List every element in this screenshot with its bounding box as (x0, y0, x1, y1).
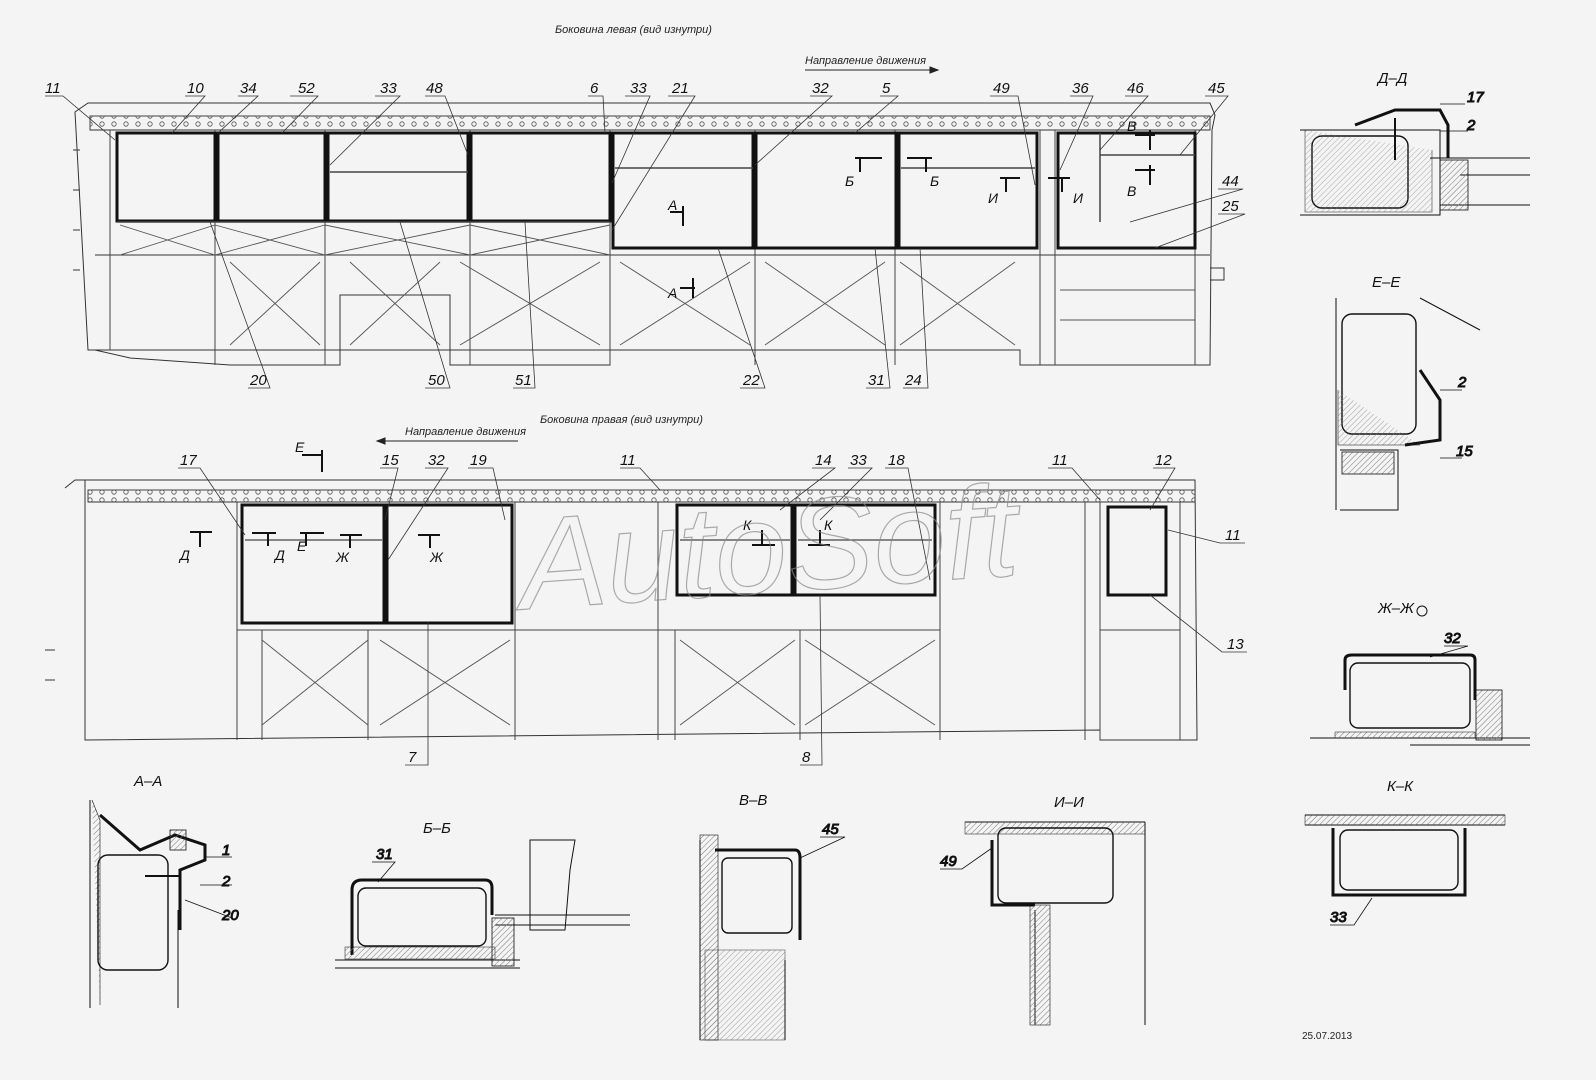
callout-22: 22 (742, 372, 760, 389)
callout-33-left-b: 33 (630, 80, 647, 97)
callout-6: 6 (590, 80, 599, 97)
section-ii: 49 (940, 821, 1146, 1026)
right-side-caption: Боковина правая (вид изнутри) (540, 414, 703, 426)
section-ee: 2 15 (1335, 297, 1481, 511)
callout-11-right-c: 11 (1225, 527, 1241, 544)
mark-d-left: Д (178, 547, 190, 563)
aa-callout-1: 1 (222, 842, 230, 859)
mark-v-bottom: В (1127, 183, 1136, 199)
callout-7: 7 (408, 749, 417, 766)
section-vv: 45 (699, 821, 846, 1041)
callout-45-left: 45 (1208, 80, 1225, 97)
mark-d-right: Д (273, 547, 285, 563)
mark-e-top: Е (295, 439, 305, 455)
section-zhzh: 32 (1310, 605, 1530, 746)
watermark-text: AutoSoft (508, 457, 1027, 638)
callout-31-left: 31 (868, 372, 885, 389)
callout-44: 44 (1222, 173, 1239, 190)
callout-32-left: 32 (812, 80, 829, 97)
callout-5: 5 (882, 80, 891, 97)
left-side-caption: Боковина левая (вид изнутри) (555, 24, 712, 36)
direction-arrow-right (375, 437, 518, 445)
direction-caption-left: Направление движения (805, 55, 926, 67)
right-callouts: 17 15 32 19 11 14 33 18 11 12 11 13 7 8 (178, 452, 1247, 766)
section-bb: 31 (335, 839, 630, 969)
callout-11-right-b: 11 (1052, 452, 1068, 469)
section-title-zhzh: Ж–Ж (1378, 600, 1414, 617)
left-callouts: 11 10 34 52 33 48 6 33 21 32 5 49 36 46 … (45, 80, 1246, 389)
direction-caption-right: Направление движения (405, 426, 526, 438)
callout-8: 8 (802, 749, 811, 766)
callout-33-left-a: 33 (380, 80, 397, 97)
left-section-marks: А А Б Б И И В В (667, 118, 1155, 301)
mark-k-left: К (743, 517, 752, 533)
callout-10: 10 (187, 80, 204, 97)
section-title-vv: В–В (739, 792, 768, 809)
kk-callout-33: 33 (1330, 909, 1347, 926)
section-title-ii: И–И (1054, 794, 1084, 811)
callout-13: 13 (1227, 636, 1244, 653)
mark-k-right: К (824, 517, 833, 533)
callout-11-right-a: 11 (620, 452, 636, 469)
callout-25: 25 (1221, 198, 1239, 215)
callout-17-right: 17 (180, 452, 197, 469)
mark-b-left: Б (845, 173, 854, 189)
callout-36: 36 (1072, 80, 1089, 97)
callout-52: 52 (298, 80, 315, 97)
section-title-kk: К–К (1387, 778, 1414, 795)
ii-callout-49: 49 (940, 853, 957, 870)
right-side-panel (45, 479, 1198, 741)
left-side-panel (73, 102, 1225, 366)
callout-14: 14 (815, 452, 832, 469)
section-aa: 1 2 20 (89, 799, 240, 1008)
section-title-bb: Б–Б (423, 820, 451, 837)
vv-callout-45: 45 (822, 821, 839, 838)
mark-b-right: Б (930, 173, 939, 189)
callout-51: 51 (515, 372, 532, 389)
callout-24: 24 (904, 372, 922, 389)
callout-49-left: 49 (993, 80, 1010, 97)
mark-e-mid: Е (297, 538, 307, 554)
ee-callout-15: 15 (1456, 443, 1473, 460)
callout-21: 21 (671, 80, 689, 97)
aa-callout-20: 20 (221, 907, 239, 924)
bb-callout-31: 31 (376, 846, 393, 863)
zhzh-callout-32: 32 (1444, 630, 1461, 647)
mark-zh-right: Ж (429, 549, 444, 565)
drawing-date: 25.07.2013 (1302, 1031, 1353, 1042)
direction-arrow-left (805, 66, 940, 74)
callout-34: 34 (240, 80, 257, 97)
mark-i-left: И (988, 190, 999, 206)
mark-zh-left: Ж (335, 549, 350, 565)
aa-callout-2: 2 (221, 873, 231, 890)
mark-a-bottom: А (667, 285, 677, 301)
callout-33-right: 33 (850, 452, 867, 469)
right-section-marks: Е Д Д Е Ж Ж К К (178, 439, 833, 565)
ee-callout-2: 2 (1457, 374, 1467, 391)
section-title-aa: А–А (134, 773, 163, 790)
section-title-ee: Е–Е (1372, 274, 1401, 291)
callout-12: 12 (1155, 452, 1172, 469)
section-title-dd: Д–Д (1378, 70, 1408, 87)
dd-callout-2: 2 (1466, 117, 1476, 134)
callout-18: 18 (888, 452, 905, 469)
callout-50: 50 (428, 372, 445, 389)
mark-a-top: А (667, 197, 677, 213)
callout-32-right: 32 (428, 452, 445, 469)
section-dd: 17 2 (1300, 89, 1530, 216)
callout-11-left: 11 (45, 80, 61, 97)
callout-46: 46 (1127, 80, 1144, 97)
callout-15-right: 15 (382, 452, 399, 469)
callout-48: 48 (426, 80, 443, 97)
section-kk: 33 (1304, 814, 1506, 927)
mark-i-right: И (1073, 190, 1084, 206)
dd-callout-17: 17 (1467, 89, 1484, 106)
mark-v-top: В (1127, 118, 1136, 134)
callout-19: 19 (470, 452, 487, 469)
callout-20-left: 20 (249, 372, 267, 389)
